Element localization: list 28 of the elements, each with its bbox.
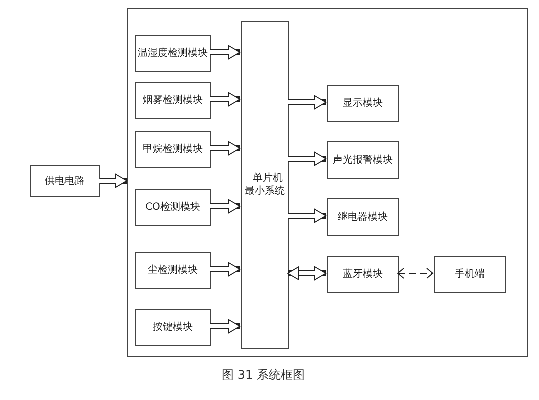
module-box	[135, 189, 211, 226]
module-label: 单片机最小系统	[245, 172, 285, 198]
module-box	[135, 35, 211, 72]
module-label: 供电电路	[45, 174, 85, 188]
module-box	[327, 141, 399, 179]
controller-box	[241, 21, 289, 349]
module-box	[327, 85, 399, 122]
module-label: 声光报警模块	[333, 154, 393, 166]
module-label: 甲烷检测模块	[143, 143, 203, 156]
module-label: 显示模块	[343, 97, 383, 110]
module-label: 按键模块	[153, 321, 193, 334]
module-box	[135, 131, 211, 168]
module-box	[434, 256, 506, 293]
module-label: 手机端	[455, 268, 485, 281]
module-label: 温湿度检测模块	[138, 47, 208, 60]
module-label: 烟雾检测模块	[143, 94, 203, 107]
module-box	[327, 198, 399, 236]
module-box	[135, 82, 211, 119]
module-box	[135, 309, 211, 346]
module-label: 蓝牙模块	[343, 268, 383, 281]
figure-caption: 图 31 系统框图	[222, 367, 305, 384]
module-box	[30, 165, 100, 197]
module-label: CO检测模块	[146, 201, 200, 214]
module-box	[135, 252, 211, 289]
frame-box	[127, 8, 528, 357]
module-label: 继电器模块	[338, 210, 388, 224]
module-box	[327, 256, 399, 293]
module-label: 尘检测模块	[148, 264, 198, 277]
